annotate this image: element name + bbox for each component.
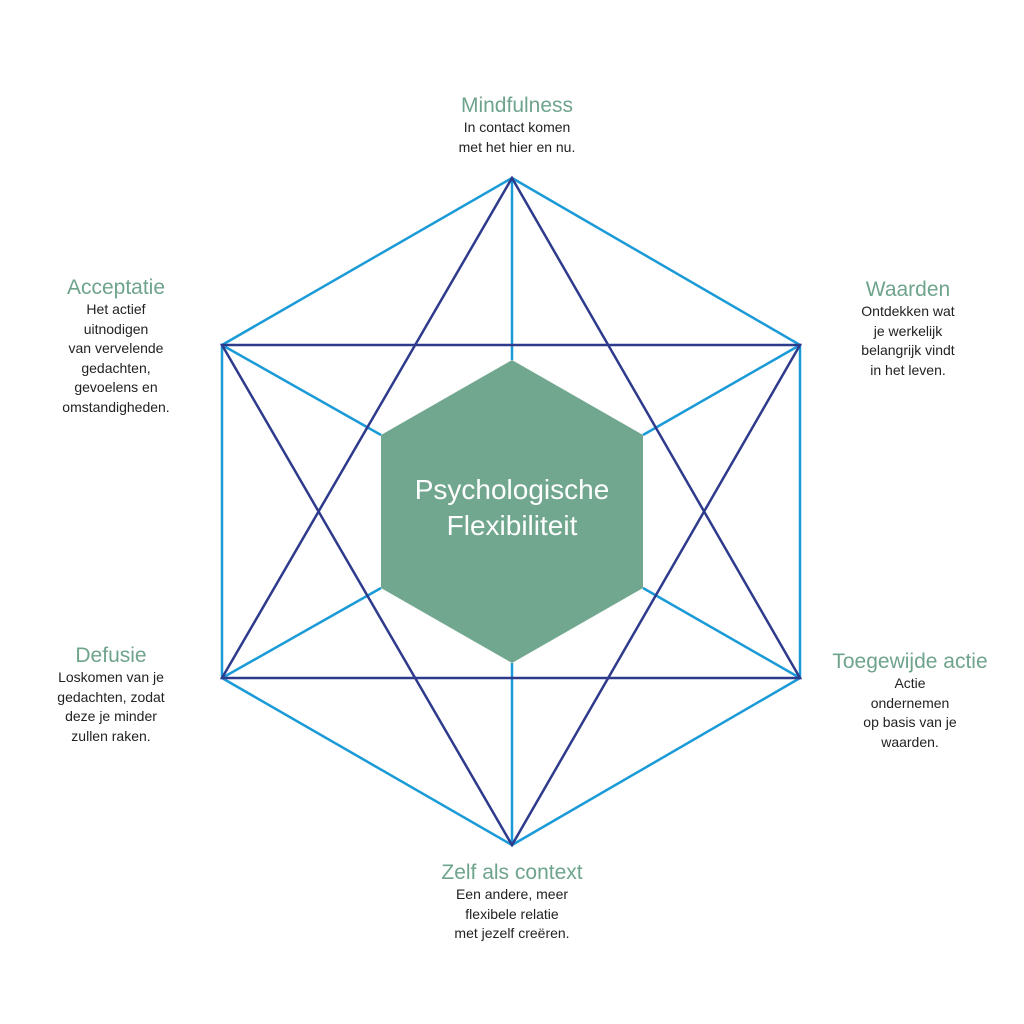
description-line: omstandigheden. bbox=[62, 398, 170, 415]
center-label-line-2: Flexibiliteit bbox=[446, 510, 578, 541]
center-label-line-1: Psychologische bbox=[414, 474, 610, 505]
description-line: Een andere, meer bbox=[455, 886, 569, 902]
node-description: Het actief uitnodigen van vervelende ged… bbox=[26, 300, 206, 417]
description-line: Actie bbox=[894, 675, 926, 691]
description-line: flexibele relatie bbox=[465, 905, 559, 922]
node-title: Waarden bbox=[865, 278, 951, 301]
description-line: gedachten, bbox=[81, 359, 151, 376]
description-line: ondernemen bbox=[870, 694, 950, 711]
description-line: uitnodigen bbox=[83, 320, 149, 337]
description-line: op basis van je bbox=[863, 714, 957, 730]
description-line: met jezelf creëren. bbox=[454, 925, 570, 941]
node-title: Mindfulness bbox=[460, 94, 574, 117]
node-waarden: Waarden Ontdekken wat je werkelijk belan… bbox=[818, 278, 998, 380]
description-line: deze je minder bbox=[65, 708, 157, 724]
node-toegewijde-actie: Toegewijde actie Actie ondernemen op bas… bbox=[810, 650, 1010, 752]
triangle-up bbox=[219, 175, 803, 680]
node-mindfulness: Mindfulness In contact komen met het hie… bbox=[412, 94, 622, 157]
node-description: In contact komen met het hier en nu. bbox=[412, 118, 622, 157]
node-acceptatie: Acceptatie Het actief uitnodigen van ver… bbox=[26, 276, 206, 417]
spoke-line bbox=[642, 343, 801, 437]
description-line: In contact komen bbox=[463, 119, 571, 135]
node-description: Ontdekken wat je werkelijk belangrijk vi… bbox=[818, 302, 998, 380]
spoke-line bbox=[642, 586, 801, 680]
description-line: Het actief bbox=[86, 301, 146, 317]
spoke-line bbox=[221, 343, 382, 437]
node-title: Toegewijde actie bbox=[832, 650, 988, 673]
spoke-line bbox=[221, 586, 382, 680]
node-title: Zelf als context bbox=[441, 861, 583, 884]
center-hexagon bbox=[381, 360, 643, 663]
node-title: Acceptatie bbox=[66, 276, 166, 299]
triangle-down bbox=[219, 343, 803, 848]
node-description: Actie ondernemen op basis van je waarden… bbox=[810, 674, 1010, 752]
node-zelf-als-context: Zelf als context Een andere, meer flexib… bbox=[402, 861, 622, 944]
spokes bbox=[221, 178, 801, 845]
description-line: zullen raken. bbox=[71, 727, 151, 744]
node-title: Defusie bbox=[75, 644, 147, 667]
description-line: in het leven. bbox=[870, 361, 946, 378]
description-line: Loskomen van je bbox=[58, 669, 164, 685]
description-line: gevoelens en bbox=[74, 379, 158, 395]
description-line: Ontdekken wat bbox=[861, 303, 955, 319]
node-description: Loskomen van je gedachten, zodat deze je… bbox=[26, 668, 196, 746]
description-line: waarden. bbox=[881, 733, 939, 750]
node-description: Een andere, meer flexibele relatie met j… bbox=[402, 885, 622, 944]
description-line: van vervelende bbox=[68, 340, 164, 356]
description-line: belangrijk vindt bbox=[861, 342, 955, 358]
node-defusie: Defusie Loskomen van je gedachten, zodat… bbox=[26, 644, 196, 746]
description-line: je werkelijk bbox=[873, 322, 943, 339]
center-label: Psychologische Flexibiliteit bbox=[380, 472, 644, 544]
description-line: gedachten, zodat bbox=[57, 688, 165, 705]
description-line: met het hier en nu. bbox=[458, 138, 576, 155]
